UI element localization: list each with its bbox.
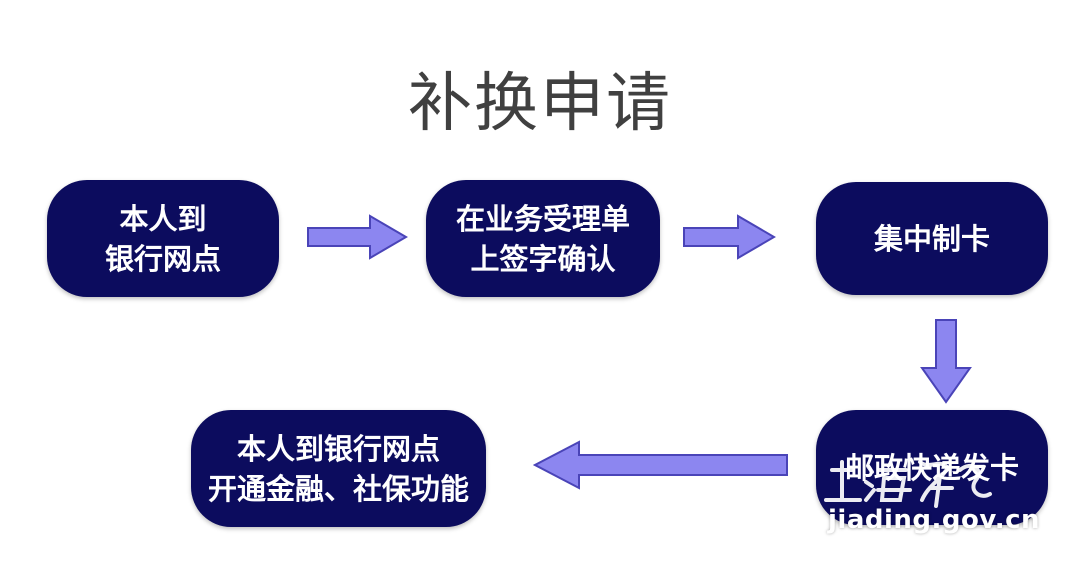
flow-node-visit-bank: 本人到 银行网点 xyxy=(47,180,279,297)
flow-node-sign-form: 在业务受理单 上签字确认 xyxy=(426,180,660,297)
page-title: 补换申请 xyxy=(408,67,672,141)
flow-arrow-right-icon xyxy=(307,214,408,260)
flow-arrow-right-icon xyxy=(683,214,776,260)
flow-node-card-production: 集中制卡 xyxy=(816,182,1048,295)
node-label-line: 本人到 xyxy=(119,201,207,236)
node-label-line: 银行网点 xyxy=(104,241,221,276)
node-label-line: 上签字确认 xyxy=(470,241,616,276)
flow-arrow-left-icon xyxy=(533,440,788,490)
flow-arrow-down-icon xyxy=(920,319,972,404)
node-label-line: 本人到银行网点 xyxy=(236,431,440,466)
flow-node-postal-delivery: 邮政快递发卡 xyxy=(816,410,1048,525)
node-label-line: 邮政快递发卡 xyxy=(844,450,1019,485)
flow-node-activate-functions: 本人到银行网点 开通金融、社保功能 xyxy=(191,410,486,527)
node-label-line: 开通金融、社保功能 xyxy=(207,471,469,506)
node-label-line: 集中制卡 xyxy=(873,221,990,256)
node-label-line: 在业务受理单 xyxy=(455,201,630,236)
